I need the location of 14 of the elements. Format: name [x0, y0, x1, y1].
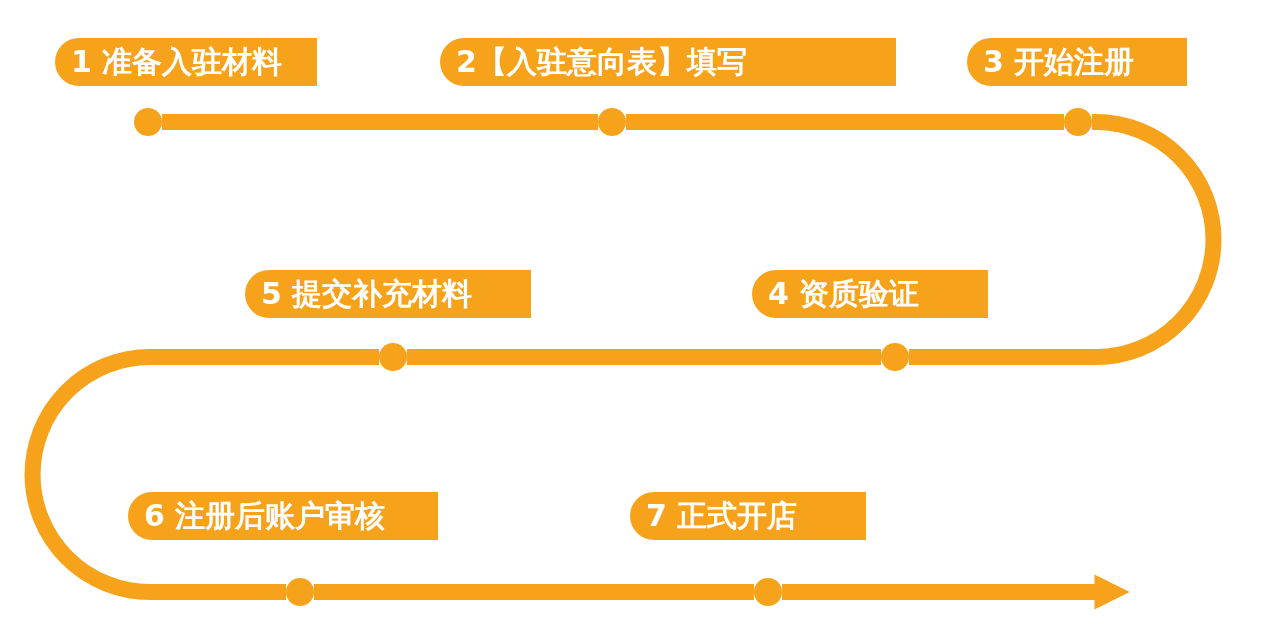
arrow: [782, 574, 1130, 610]
step-label: 6 注册后账户审核: [128, 492, 438, 540]
connector-line: [626, 114, 1064, 130]
connector-line: [407, 349, 881, 365]
step-label: 7 正式开店: [630, 492, 866, 540]
connector-line: [162, 114, 598, 130]
connector-line: [314, 584, 754, 600]
connector-line: [24, 349, 379, 600]
step-label: 1 准备入驻材料: [55, 38, 317, 86]
connector-line: [909, 114, 1222, 365]
step-label: 4 资质验证: [752, 270, 988, 318]
step-label: 3 开始注册: [967, 38, 1187, 86]
step-label: 5 提交补充材料: [245, 270, 531, 318]
step-label: 2【入驻意向表】填写: [440, 38, 896, 86]
